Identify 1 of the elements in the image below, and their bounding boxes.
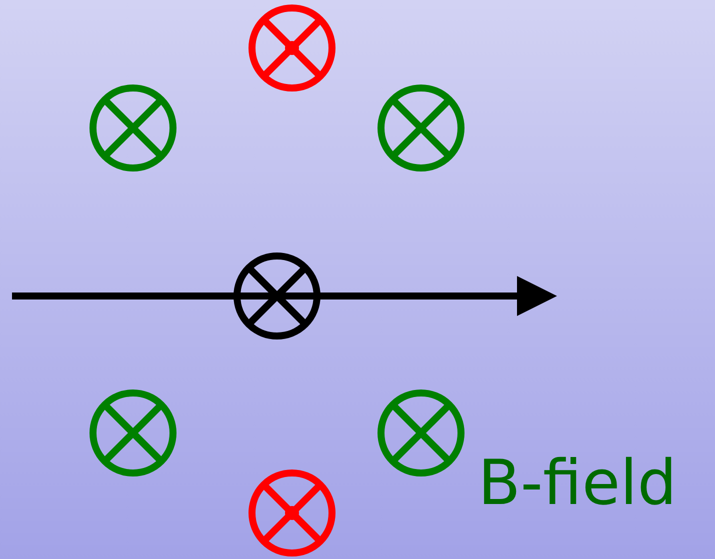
field-label: B-field [478, 452, 677, 514]
